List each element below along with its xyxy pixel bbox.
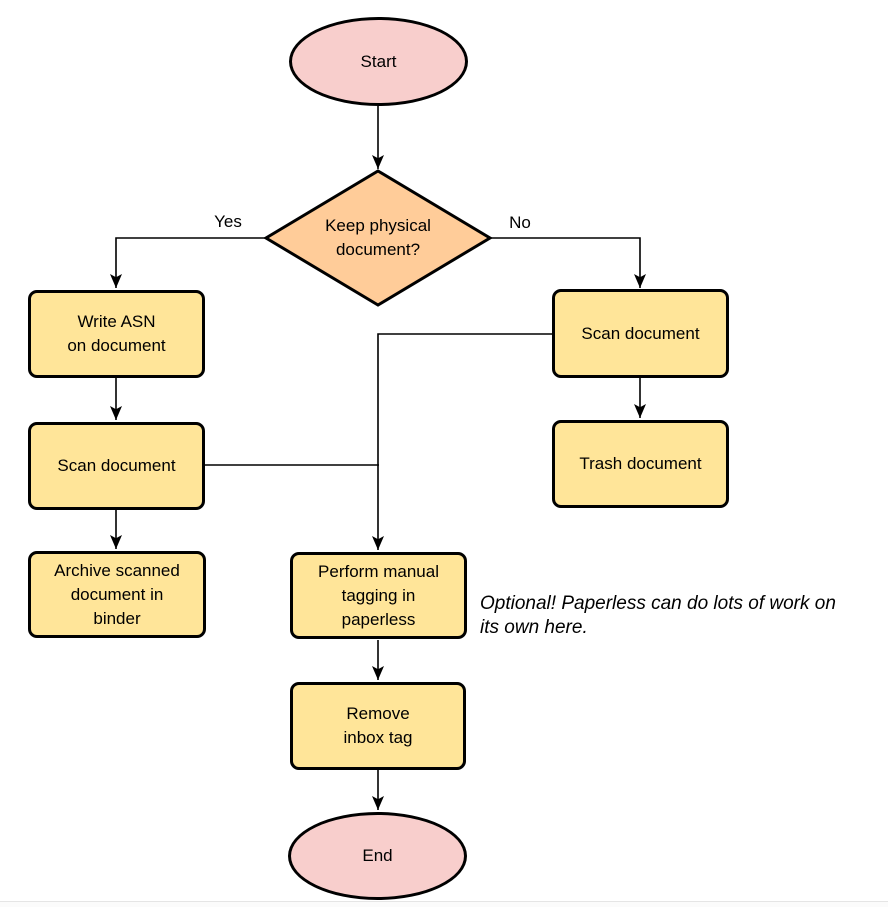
page-bottom-edge — [0, 901, 888, 907]
node-write-asn-label: Write ASN on document — [67, 312, 166, 355]
edge-decision-no-to-scan-right — [490, 237, 646, 288]
edge-scan-right-to-perform-tagging — [372, 333, 553, 550]
decision-diamond-shape — [263, 169, 493, 307]
optional-annotation-text: Optional! Paperless can do lots of work … — [480, 593, 836, 638]
node-archive-in-binder: Archive scanned document in binder — [28, 551, 206, 638]
node-scan-document-right-label: Scan document — [581, 323, 700, 343]
edge-decision-yes-to-write-asn — [110, 237, 266, 288]
node-end-label: End — [362, 846, 393, 865]
node-perform-manual-tagging-label: Perform manual tagging in paperless — [318, 561, 439, 629]
edge-label-no: No — [509, 213, 531, 232]
node-remove-inbox-tag: Remove inbox tag — [290, 682, 466, 770]
node-archive-in-binder-label: Archive scanned document in binder — [54, 560, 180, 628]
node-remove-inbox-tag-label: Remove inbox tag — [343, 704, 413, 747]
node-end: End — [288, 812, 467, 900]
node-scan-document-left-label: Scan document — [57, 456, 176, 475]
node-decision-label: Keep physical document? — [288, 204, 468, 272]
node-start-label: Start — [360, 51, 397, 71]
decision-question-text: Keep physical document? — [325, 216, 431, 259]
node-perform-manual-tagging: Perform manual tagging in paperless — [290, 552, 467, 639]
node-trash-document: Trash document — [552, 420, 729, 508]
node-write-asn: Write ASN on document — [28, 290, 205, 378]
node-start: Start — [289, 17, 468, 106]
node-scan-document-right: Scan document — [552, 289, 729, 378]
edge-label-yes: Yes — [214, 212, 242, 231]
node-trash-document-label: Trash document — [579, 454, 702, 473]
node-scan-document-left: Scan document — [28, 422, 205, 510]
